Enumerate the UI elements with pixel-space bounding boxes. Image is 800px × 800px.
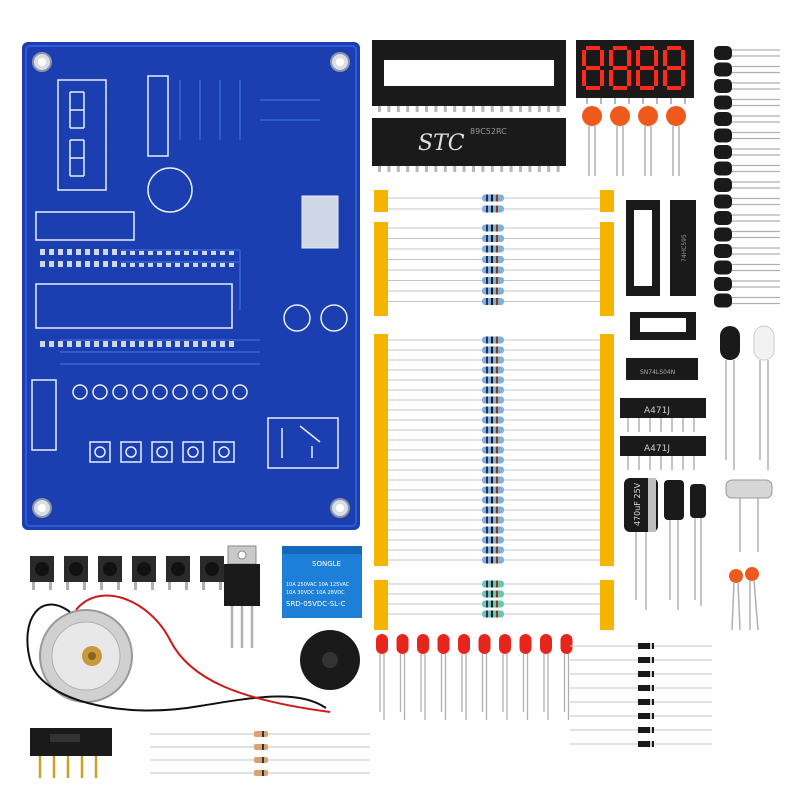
- relay-model-label: SRD-05VDC-SL-C: [286, 600, 345, 608]
- dc-motor: [26, 594, 331, 713]
- pcb-cap-outline: [147, 167, 193, 213]
- resistor-network-1: A471J: [620, 398, 706, 418]
- pcb-mounting-holes: [32, 52, 350, 518]
- resistor-network-2: A471J: [620, 436, 706, 456]
- diodes: [570, 643, 712, 747]
- chip-brand-label: STC: [418, 131, 465, 156]
- resistor-tape-strip: [374, 190, 614, 630]
- ir-led-clear: [753, 325, 775, 470]
- seven-segment-display: [576, 40, 694, 104]
- pcb-header-outline: [35, 211, 135, 241]
- buzzer: [300, 630, 360, 690]
- electrolytic-capacitor-large: 470uF 25V: [624, 478, 658, 610]
- pcb-display-outline: [57, 79, 107, 191]
- ir-led-dark: [720, 326, 740, 470]
- electrolytic-capacitor-small-1: [664, 480, 684, 610]
- relay: SONGLE 10A 250VAC 10A 125VAC 10A 30VDC 1…: [282, 546, 362, 618]
- ceramic-capacitors: [582, 106, 686, 176]
- relay-brand-label: SONGLE: [312, 560, 341, 568]
- pcb-relay-outline: [267, 417, 339, 469]
- transistor-column: [714, 46, 780, 308]
- crystal-oscillator: [725, 479, 773, 552]
- chip-part-label: 89C52RC: [470, 127, 507, 136]
- relay-line1-label: 10A 250VAC 10A 125VAC: [286, 582, 350, 588]
- mcu-chip: STC 89C52RC: [372, 118, 566, 172]
- dip-14-socket: [630, 312, 696, 340]
- dip-16-socket: [626, 200, 660, 296]
- pcb-button-row: [89, 441, 235, 463]
- resnet-1-label: A471J: [644, 406, 670, 416]
- box-header-2x5: [30, 728, 112, 778]
- dip-14-chip: SN74LS04N: [626, 358, 698, 380]
- pcb-connector-outline: [31, 379, 57, 451]
- small-ceramic-caps: [729, 567, 759, 631]
- small-diodes: [150, 731, 370, 776]
- cap-large-label: 470uF 25V: [633, 482, 642, 526]
- tactile-buttons: [30, 556, 224, 590]
- dip-chip-2-label: 74HC595: [681, 234, 688, 262]
- dip-16-chip: 74HC595: [670, 200, 696, 296]
- voltage-regulator: [224, 545, 260, 648]
- ic-socket-40pin: [372, 40, 566, 112]
- pcb-board: [22, 42, 360, 530]
- dip-chip-1-label: SN74LS04N: [640, 369, 675, 376]
- pcb-pad-rows: [40, 249, 234, 347]
- pcb-led-row: [72, 384, 248, 400]
- pcb-chip-outline: [147, 75, 169, 157]
- pcb-ic-outline: [35, 283, 233, 329]
- electrolytic-capacitor-small-2: [690, 484, 706, 606]
- resnet-2-label: A471J: [644, 444, 670, 454]
- red-leds: [376, 634, 573, 720]
- relay-line2-label: 10A 30VDC 10A 28VDC: [286, 590, 345, 596]
